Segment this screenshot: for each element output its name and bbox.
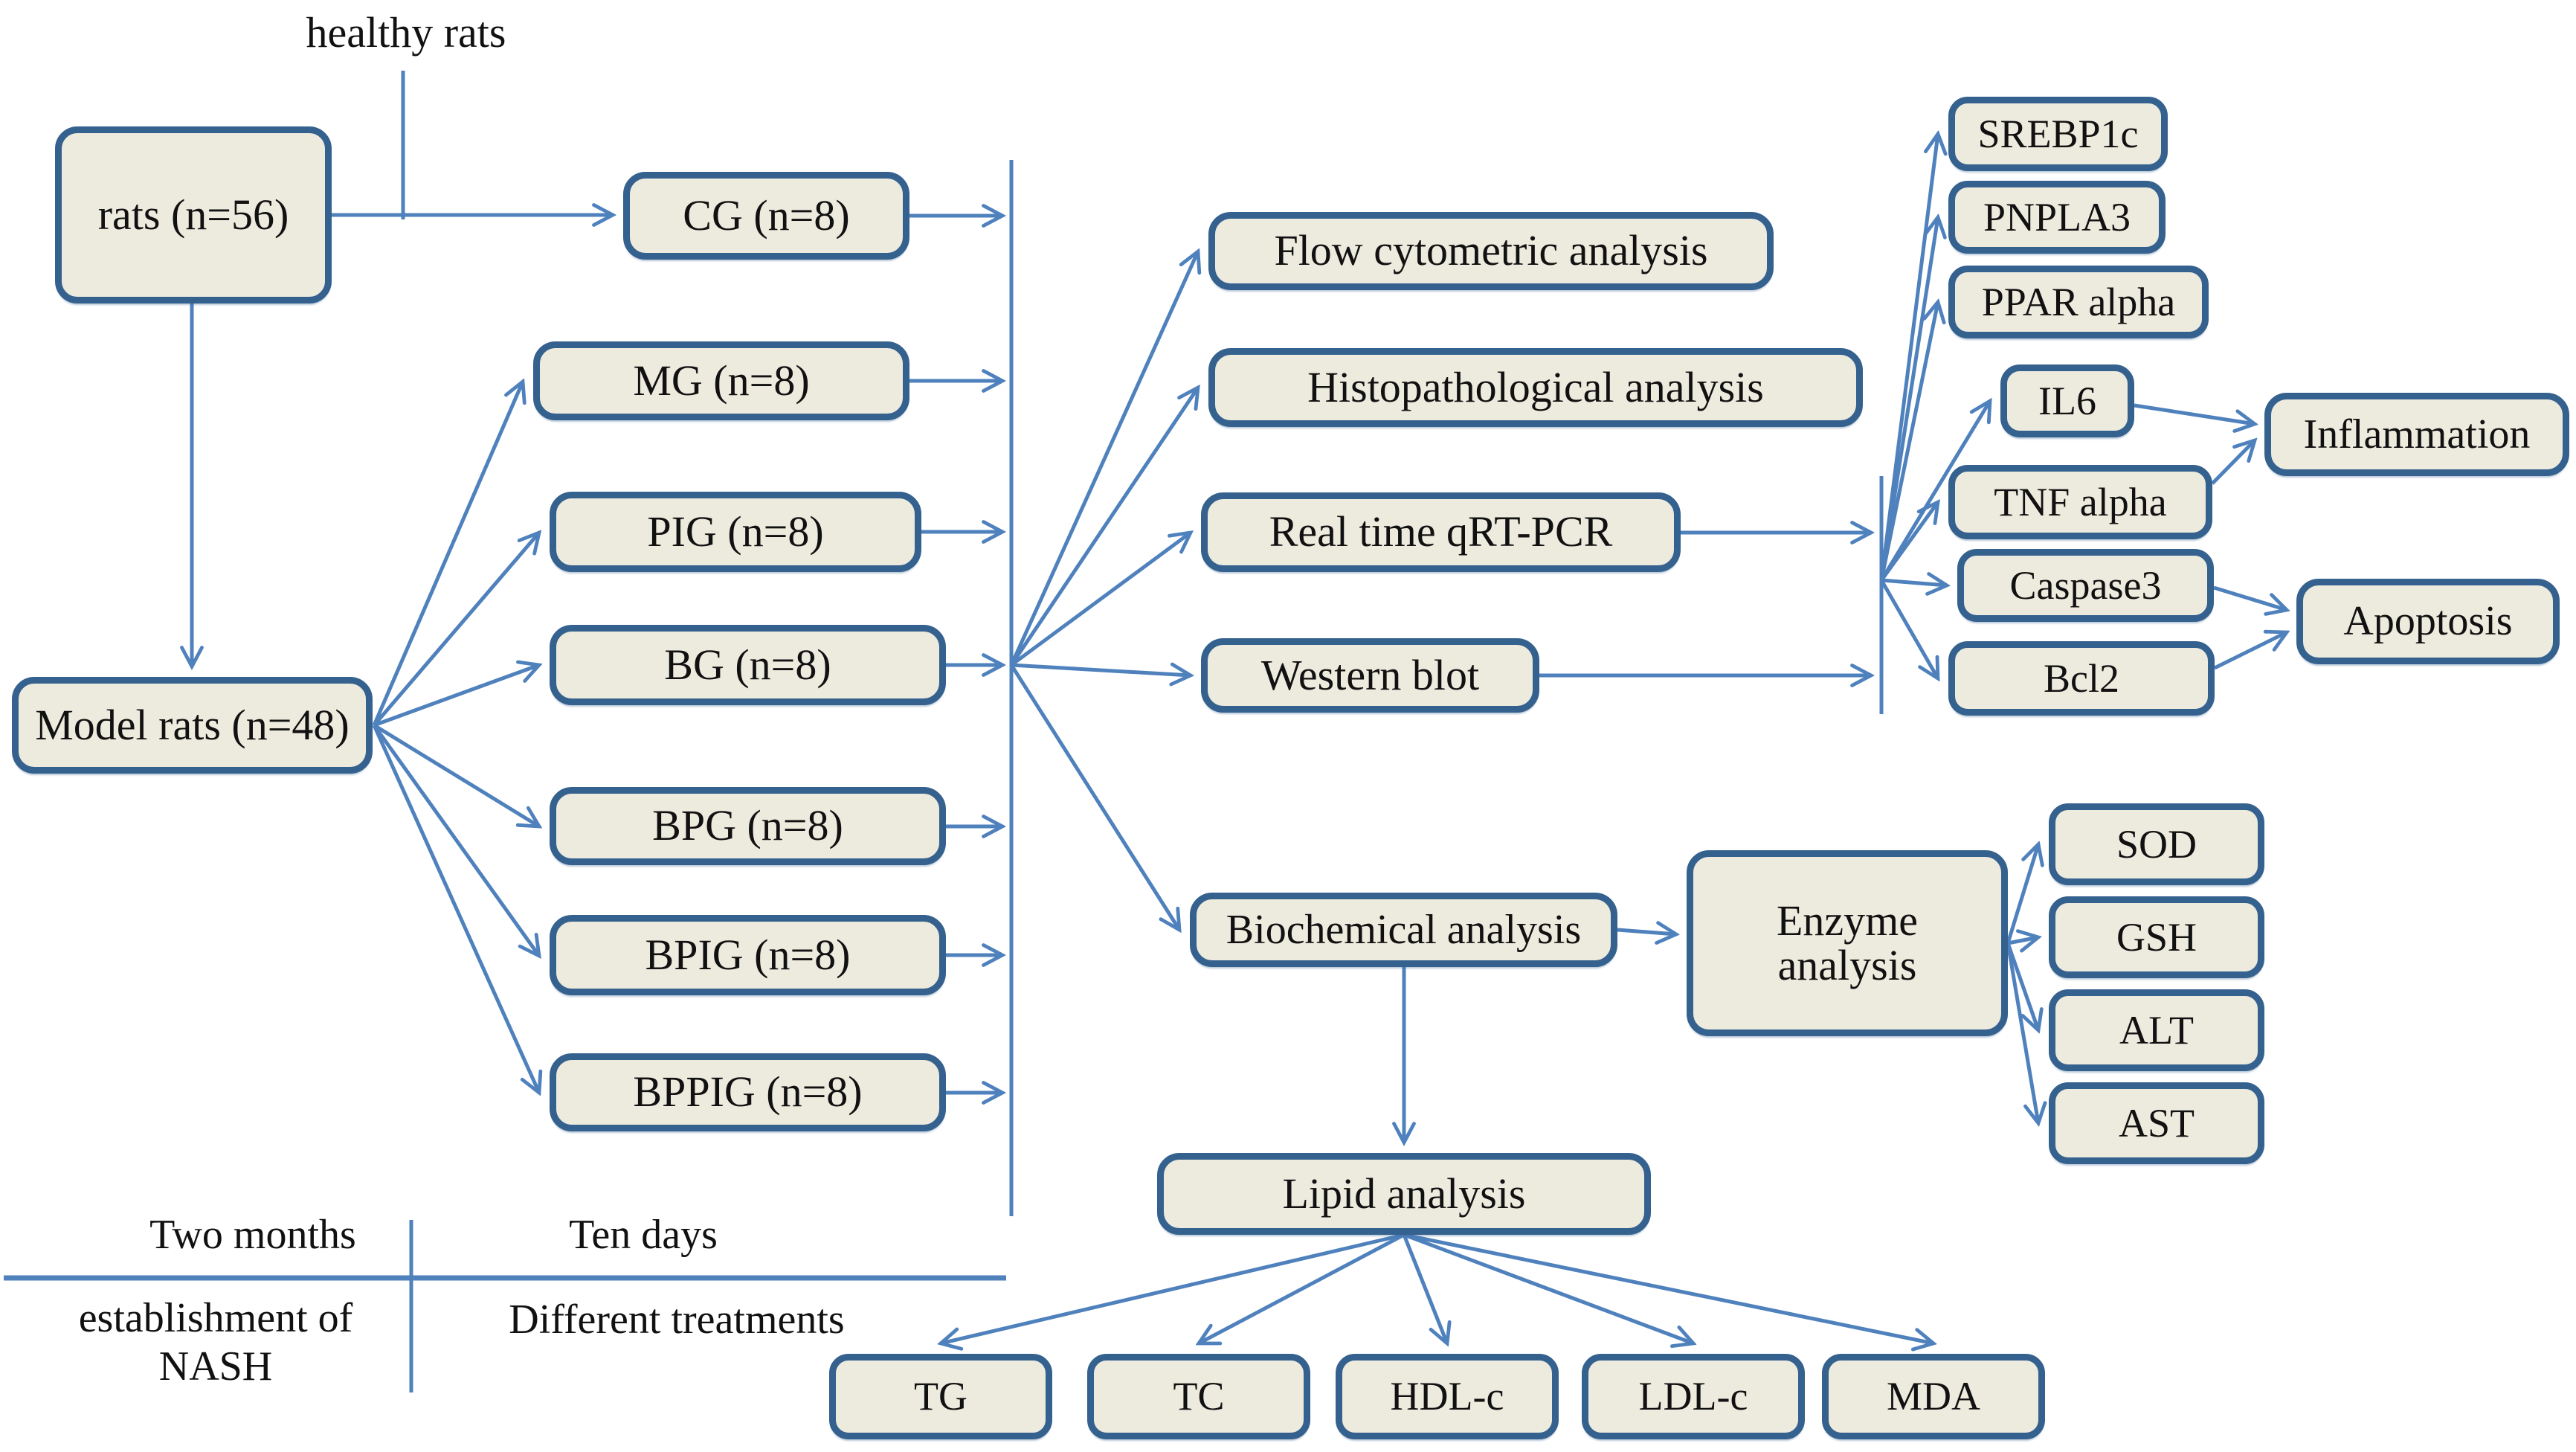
node-pig-group: PIG (n=8) [550,492,921,572]
timeline-phase1-event: establishment of NASH [78,1295,353,1390]
node-bpig-group: BPIG (n=8) [550,915,946,995]
node-gsh: GSH [2049,896,2264,978]
node-rats: rats (n=56) [55,126,332,303]
node-bg-group: BG (n=8) [550,625,946,705]
node-cg-group: CG (n=8) [623,172,909,260]
timeline-phase1-duration: Two months [149,1212,356,1258]
node-ldl-c: LDL-c [1582,1354,1805,1439]
node-tg: TG [829,1354,1052,1439]
node-hdl-c: HDL-c [1336,1354,1559,1439]
node-bpg-group: BPG (n=8) [550,787,946,865]
node-histopathological-analysis: Histopathological analysis [1208,348,1863,427]
node-biochemical-analysis: Biochemical analysis [1190,893,1617,967]
node-inflammation: Inflammation [2264,393,2569,476]
node-tnf-alpha: TNF alpha [1948,465,2212,539]
healthy-rats-label: healthy rats [306,8,506,57]
node-ppar-alpha: PPAR alpha [1948,266,2209,338]
node-flow-cytometric-analysis: Flow cytometric analysis [1208,212,1774,290]
node-ast: AST [2049,1082,2264,1164]
node-bppig-group: BPPIG (n=8) [550,1053,946,1131]
node-sod: SOD [2049,803,2264,885]
node-lipid-analysis: Lipid analysis [1157,1153,1651,1235]
node-mda: MDA [1822,1354,2045,1439]
node-il6: IL6 [2000,364,2134,437]
flow-arrows [4,71,2287,1392]
timeline-phase2-duration: Ten days [569,1212,718,1258]
node-mg-group: MG (n=8) [533,341,909,420]
node-model-rats: Model rats (n=48) [12,677,373,774]
node-bcl2: Bcl2 [1948,641,2215,716]
node-caspase3: Caspase3 [1957,549,2214,622]
node-qrt-pcr: Real time qRT-PCR [1201,492,1681,572]
node-pnpla3: PNPLA3 [1948,181,2166,254]
node-western-blot: Western blot [1201,638,1539,713]
node-apoptosis: Apoptosis [2296,579,2560,664]
node-tc: TC [1087,1354,1310,1439]
node-enzyme-analysis: Enzyme analysis [1687,850,2008,1036]
node-srebp1c: SREBP1c [1948,97,2168,171]
timeline-phase2-event: Different treatments [509,1297,845,1343]
node-alt: ALT [2049,989,2264,1071]
